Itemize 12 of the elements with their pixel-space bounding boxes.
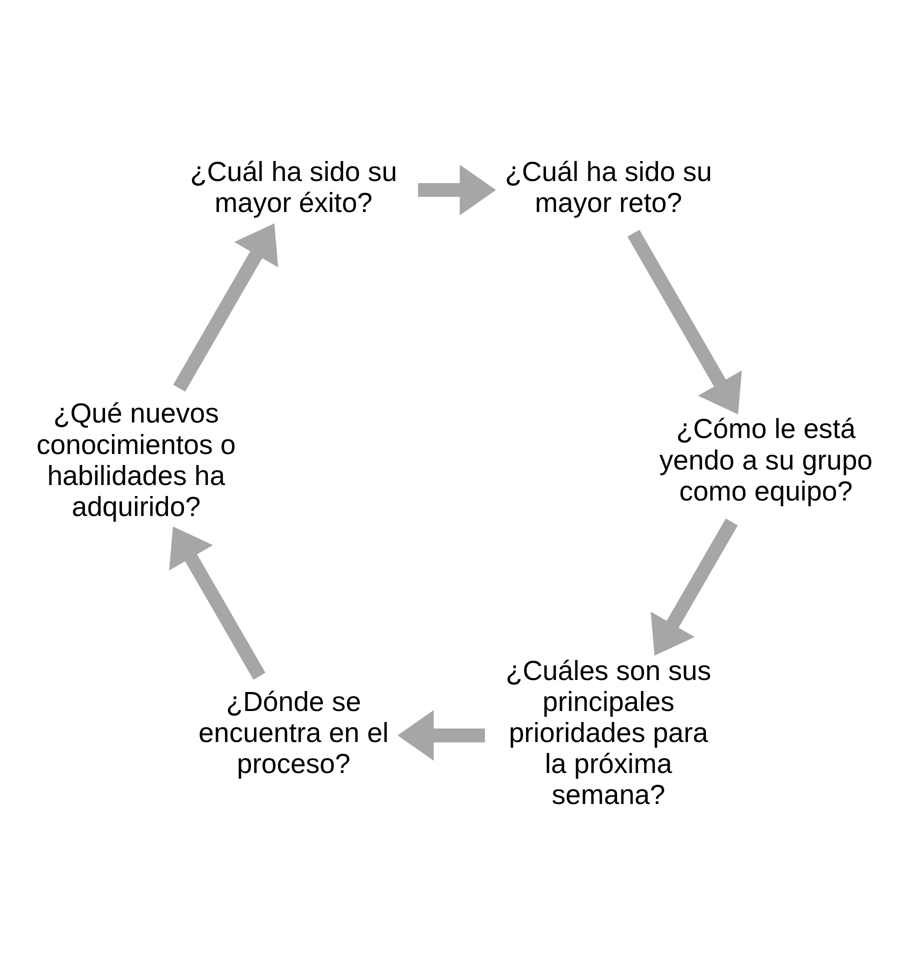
arrow [398, 710, 485, 760]
arrow [169, 526, 266, 680]
arrow [173, 222, 278, 392]
node-text: ¿Cómo le está yendo a su grupo como equipo? [659, 412, 873, 506]
arrow [418, 164, 496, 215]
arrow [650, 518, 738, 656]
node-text: ¿Cuál ha sido su mayor éxito? [190, 156, 398, 218]
node-text: ¿Qué nuevos conocimientos o habilidades ha adquirido? [36, 397, 236, 522]
node-text: ¿Cuál ha sido su mayor reto? [505, 156, 712, 218]
arrow [627, 229, 742, 414]
node-text: ¿Cuáles son sus principales prioridades para la próxima semana? [506, 654, 712, 810]
node-text: ¿Dónde se encuentra en el proceso? [198, 685, 389, 779]
